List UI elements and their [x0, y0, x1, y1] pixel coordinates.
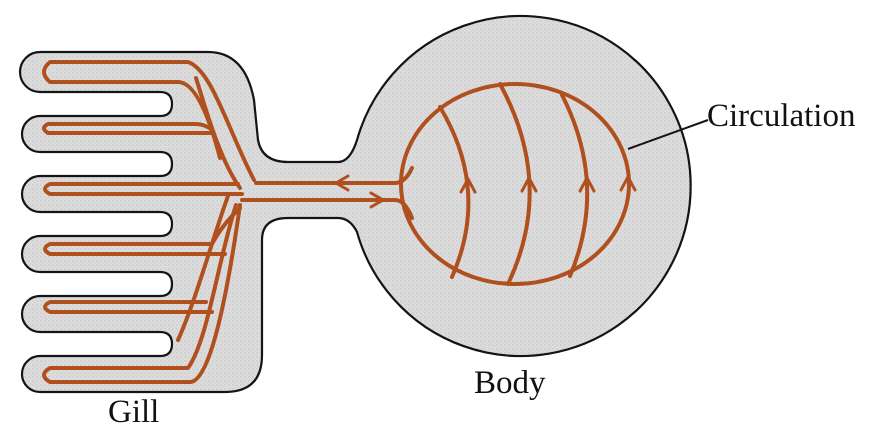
gill-label: Gill: [108, 396, 159, 429]
organism-outline: [20, 16, 691, 392]
circulation-label: Circulation: [707, 100, 855, 133]
body-label: Body: [474, 367, 546, 400]
